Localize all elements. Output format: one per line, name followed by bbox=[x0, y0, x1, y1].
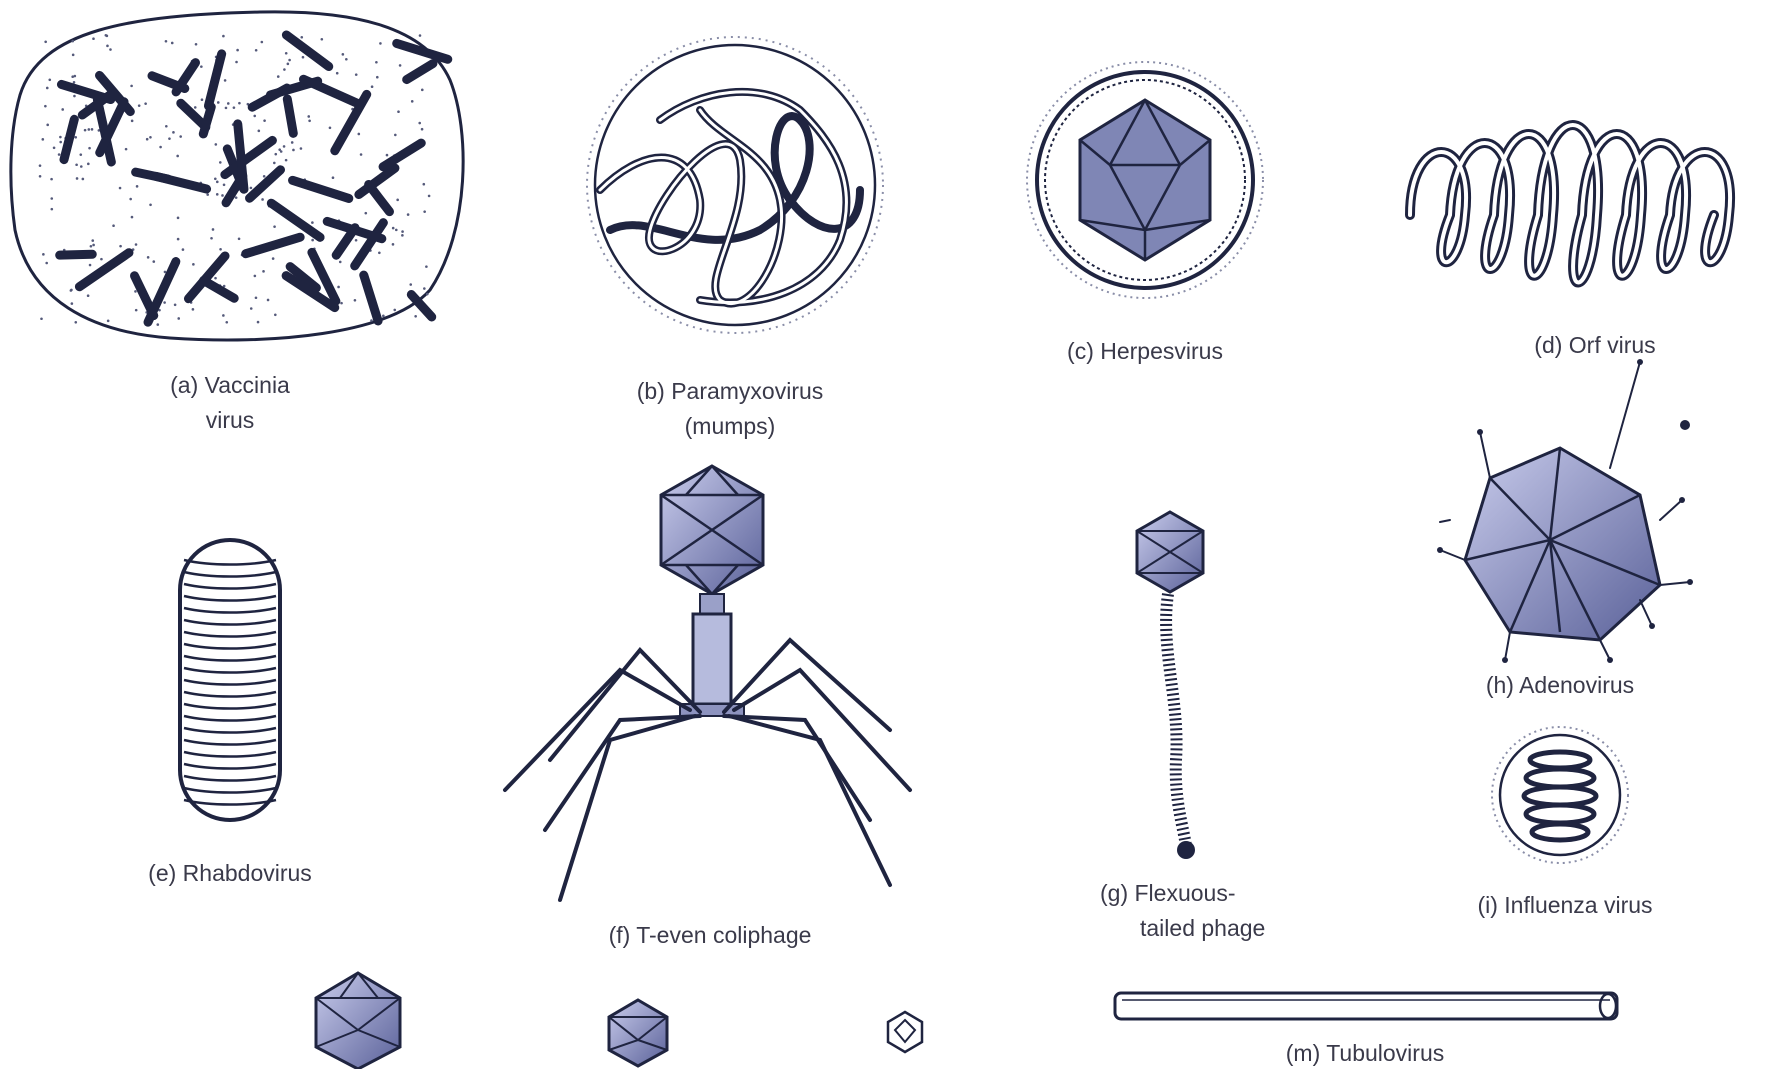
caption-paramyxovirus-line1: (b) Paramyxovirus bbox=[610, 374, 850, 409]
vaccinia-virus-drawing bbox=[11, 12, 463, 340]
paramyxovirus-drawing bbox=[587, 37, 883, 333]
caption-rhabdovirus: (e) Rhabdovirus bbox=[120, 856, 340, 891]
caption-herpesvirus: (c) Herpesvirus bbox=[1035, 334, 1255, 369]
small-icosahedron-tiny bbox=[888, 1012, 922, 1052]
caption-paramyxovirus-line2: (mumps) bbox=[610, 409, 850, 444]
caption-t-even-coliphage: (f) T-even coliphage bbox=[575, 918, 845, 953]
rhabdovirus-drawing bbox=[180, 540, 280, 820]
caption-paramyxovirus: (b) Paramyxovirus (mumps) bbox=[610, 374, 850, 444]
flexuous-tailed-phage-drawing bbox=[1137, 512, 1203, 859]
tubulovirus-drawing bbox=[1115, 993, 1617, 1019]
t-even-coliphage-drawing bbox=[505, 466, 910, 900]
adenovirus-drawing bbox=[1437, 359, 1693, 663]
caption-tubulovirus: (m) Tubulovirus bbox=[1255, 1036, 1475, 1071]
caption-flexuous-tailed-phage: (g) Flexuous- tailed phage bbox=[1100, 876, 1320, 946]
herpesvirus-drawing bbox=[1027, 62, 1263, 298]
caption-orf-virus: (d) Orf virus bbox=[1505, 328, 1685, 363]
caption-vaccinia-line1: (a) Vaccinia bbox=[160, 368, 300, 403]
small-icosahedron-large bbox=[316, 973, 400, 1069]
caption-vaccinia: (a) Vaccinia virus bbox=[160, 368, 300, 438]
caption-vaccinia-line2: virus bbox=[160, 403, 300, 438]
influenza-virus-drawing bbox=[1492, 727, 1628, 863]
caption-adenovirus: (h) Adenovirus bbox=[1460, 668, 1660, 703]
small-icosahedron-medium bbox=[609, 1000, 667, 1066]
caption-flexuous-line2: tailed phage bbox=[1100, 911, 1320, 946]
orf-virus-drawing bbox=[1410, 125, 1730, 283]
caption-flexuous-line1: (g) Flexuous- bbox=[1100, 876, 1320, 911]
caption-influenza-virus: (i) Influenza virus bbox=[1455, 888, 1675, 923]
